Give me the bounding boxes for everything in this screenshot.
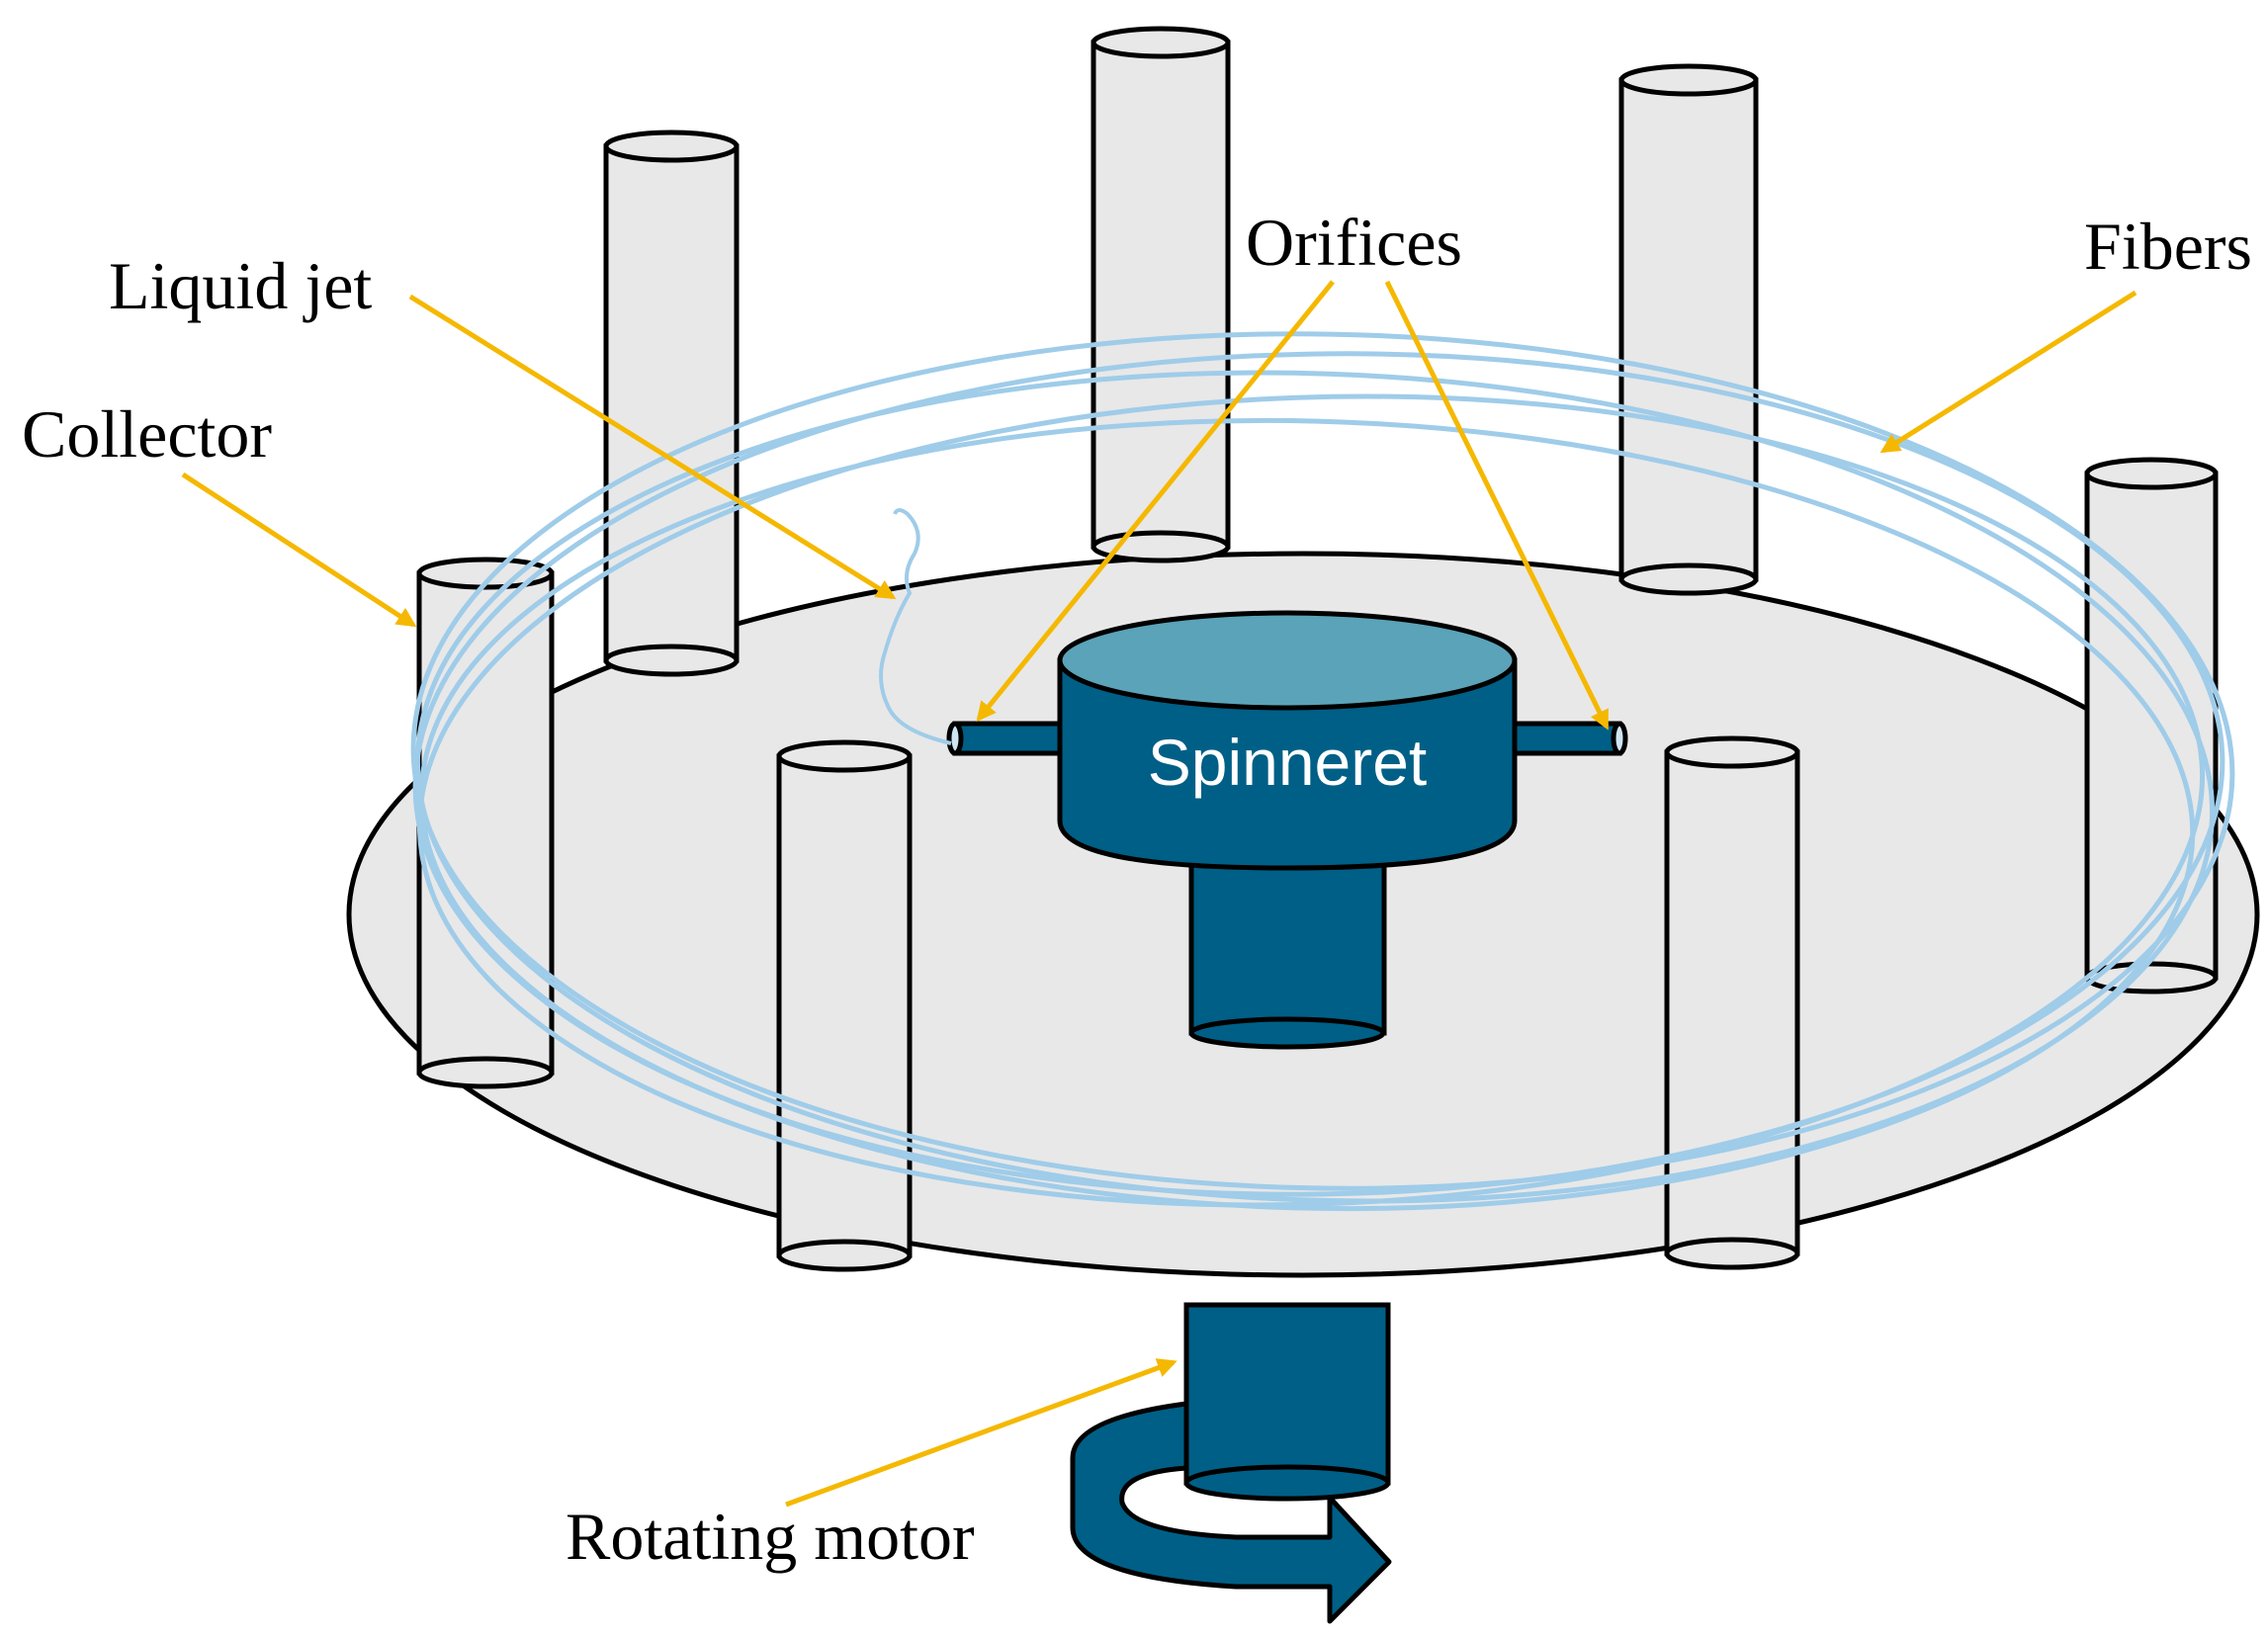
liquid-jet-label: Liquid jet [109, 248, 372, 323]
collector-pillar [603, 129, 740, 677]
collector-pillar [1618, 63, 1759, 596]
liquid-jet [879, 508, 952, 745]
motor-shaft [1183, 1302, 1391, 1502]
spinneret-top [1057, 610, 1518, 711]
collector-label: Collector [22, 396, 272, 472]
rotation-arrow-icon [1070, 1401, 1392, 1624]
orifices-label: Orifices [1246, 205, 1462, 280]
collector-pillar [1664, 735, 1800, 1270]
spinneret: Spinneret [946, 610, 1628, 1050]
collector-pillar [1090, 26, 1231, 563]
orifice-left [952, 721, 1063, 756]
collector-pillar [776, 739, 913, 1272]
collector-pillar [416, 557, 555, 1089]
fibers-label: Fibers [2084, 209, 2252, 284]
fibers [410, 331, 2235, 1212]
orifice-right [1512, 721, 1622, 756]
rotating-motor-label: Rotating motor [566, 1499, 975, 1574]
spinneret-label: Spinneret [1148, 726, 1428, 799]
callout-arrows [181, 280, 2137, 1508]
